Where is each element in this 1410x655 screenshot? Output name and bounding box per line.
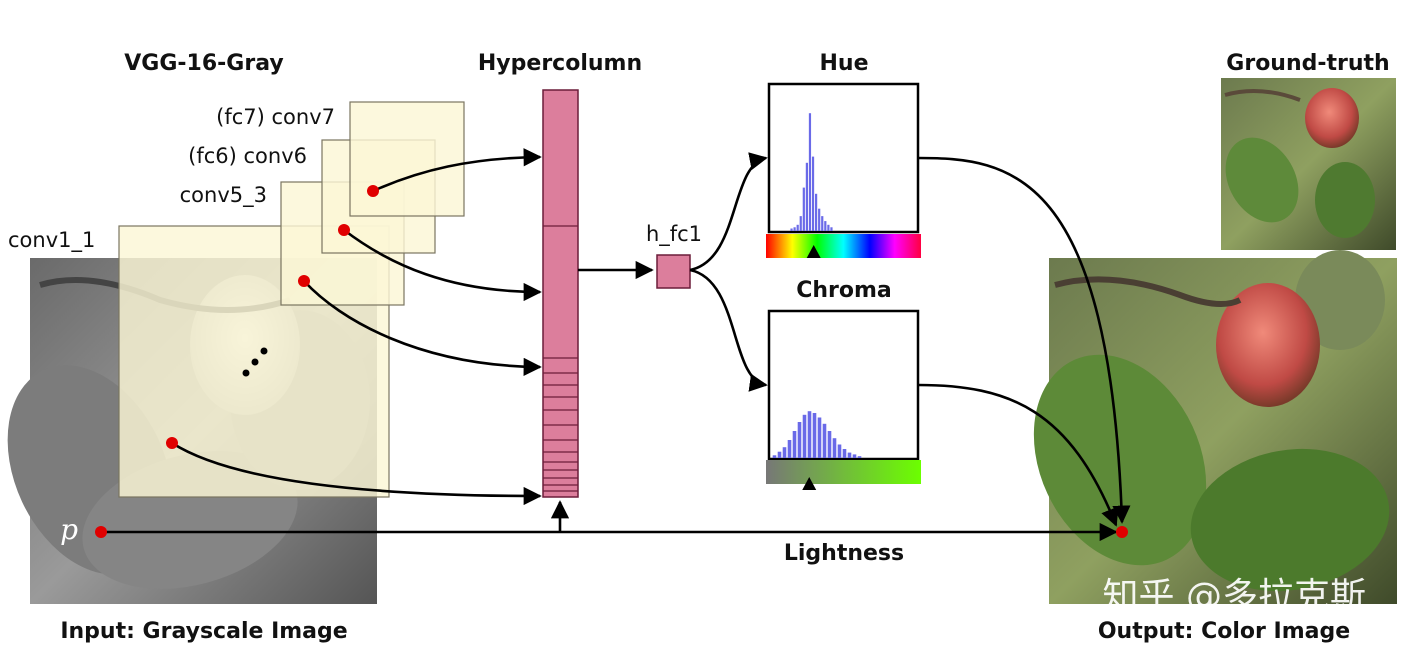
chroma-bars-bar [812,413,817,458]
chroma-bars-bar [837,444,842,458]
layer-label-conv5: conv5_3 [180,183,267,208]
ellipsis-dots [242,347,268,377]
arrow-conv7 [372,148,542,193]
hue-bars-bar [802,187,805,231]
chroma-bars-bar [852,454,857,458]
chroma-bars-bar [792,431,797,458]
chroma-histogram [766,309,921,490]
pixel-label: p [60,513,78,546]
arrow-chroma-to-output [917,383,1119,527]
chroma-bars-bar [832,438,837,458]
sample-points [166,185,379,449]
h-fc1-node [656,254,691,289]
hue-bars-bar [796,224,799,231]
hue-bars-bar [830,227,833,231]
chroma-marker [802,477,817,490]
hypercolumn [542,89,579,498]
hue-bars-bar [811,156,815,231]
layer-label-fc7: (fc7) conv7 [216,105,335,129]
hue-bars-bar [799,216,802,231]
hue-bars-bar [821,216,824,231]
chroma-bars-bar [787,440,792,458]
hue-bars-bar [805,162,808,231]
hue-bars-bar [790,228,793,231]
output-caption: Output: Color Image [1098,619,1350,644]
arrow-conv1 [171,441,542,506]
groundtruth-title: Ground-truth [1226,51,1389,76]
chroma-bars-bar [807,411,812,458]
output-color-image [1033,250,1397,604]
feature-arrows [171,148,542,506]
chroma-bars-bar [842,449,847,458]
chroma-bars-bar [827,431,832,458]
layer-label-conv1: conv1_1 [8,228,95,253]
chroma-bars-bar [847,452,852,458]
hue-bars-bar [793,227,796,231]
hue-bars-bar [815,193,818,231]
arrow-to-chroma [689,268,768,392]
chroma-bars-bar [857,456,862,458]
hypercolumn-title: Hypercolumn [478,51,642,76]
hue-histogram [766,82,921,258]
watermark: 知乎 @多拉克斯 [1103,576,1366,617]
chroma-bars-bar [782,447,787,458]
h-fc1-label: h_fc1 [646,222,702,247]
chroma-title: Chroma [796,278,892,303]
hue-marker [806,245,821,258]
hfc1-output-arrows [689,152,768,392]
layer-label-fc6: (fc6) conv6 [188,144,307,168]
arrow-hue-to-output [917,156,1131,524]
chroma-bars-bar [817,417,822,458]
hue-bars-bar [818,208,821,231]
chroma-bars-bar [802,414,807,458]
input-pixel-point [95,526,107,538]
arrow-conv5 [303,280,542,376]
hue-bars-bar [808,113,812,231]
lightness-label: Lightness [784,541,904,566]
output-pixel-point [1116,526,1128,538]
chroma-colorbar [766,460,921,484]
hue-colorbar [766,234,921,258]
output-arrows [917,156,1131,527]
chroma-bars-bar [772,455,777,458]
arrow-to-hue [689,152,768,272]
lightness-path [101,500,1118,542]
chroma-bars-bar [797,422,802,458]
chroma-bars-bar [777,451,782,458]
chroma-bars-bar [822,423,827,458]
hue-title: Hue [820,51,869,76]
hue-bars-bar [827,224,830,231]
feature-map-conv7 [349,101,465,217]
hue-bars-bar [824,221,827,231]
arrow-conv6 [343,228,542,302]
input-caption: Input: Grayscale Image [60,619,347,644]
groundtruth-image [1221,78,1396,250]
vgg-title: VGG-16-Gray [124,51,283,76]
